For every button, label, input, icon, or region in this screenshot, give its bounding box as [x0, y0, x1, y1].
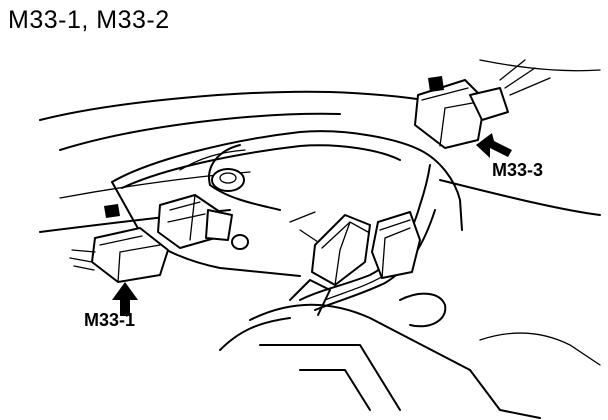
fastener-top: [211, 168, 245, 192]
wire-harness: [299, 164, 436, 311]
connector-m33-2: [157, 194, 249, 250]
label-m33-1: M33-1: [84, 310, 136, 330]
connector-m33-1: [69, 204, 169, 283]
arrow-icon: [112, 282, 138, 316]
arrow-icon: [476, 133, 512, 158]
page-title: M33-1, M33-2: [8, 6, 170, 34]
mirror-body: [219, 279, 601, 419]
connector-m33-3: [414, 59, 551, 149]
label-m33-3: M33-3: [492, 160, 544, 180]
